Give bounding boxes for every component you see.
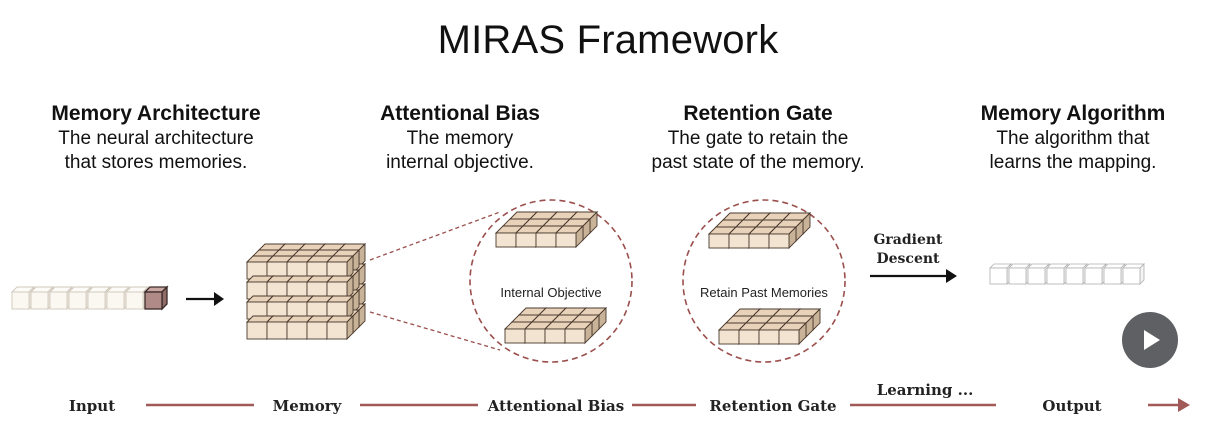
internal-objective-label: Internal Objective: [500, 285, 601, 300]
pipeline-arrow-icon: [1148, 398, 1190, 412]
column-heading: Memory Architecture: [51, 102, 261, 125]
input-token-sequence: [10, 285, 169, 311]
objective-slab-bottom: [563, 320, 594, 345]
output-token: [1008, 263, 1031, 285]
output-token-sequence: [989, 263, 1145, 285]
description-line: The memory: [406, 128, 514, 149]
column-description: The memory internal objective.: [346, 127, 574, 175]
output-token: [1027, 263, 1050, 285]
memory-cube: [325, 274, 355, 301]
gradient-label: Gradient: [873, 232, 943, 248]
internal-objective-circle: [469, 199, 633, 363]
pipeline: Input Memory Attentional Bias Retention …: [69, 381, 1190, 415]
description-line: learns the mapping.: [989, 152, 1157, 173]
column-memory-architecture: Memory Architecture The neural architect…: [25, 101, 287, 175]
memory-cube: [325, 314, 355, 341]
column-heading: Retention Gate: [683, 102, 833, 125]
pipeline-attentional-bias-label: Attentional Bias: [487, 397, 624, 415]
column-description: The neural architecture that stores memo…: [25, 127, 287, 175]
memory-cube: [325, 294, 355, 321]
description-line: The neural architecture: [58, 128, 254, 149]
page-title: MIRAS Framework: [437, 18, 779, 62]
output-token: [1122, 263, 1145, 285]
column-memory-algorithm: Memory Algorithm The algorithm that lear…: [956, 101, 1190, 175]
retain-slab-top: [767, 225, 798, 250]
play-button[interactable]: [1122, 312, 1178, 368]
column-heading: Attentional Bias: [380, 102, 540, 125]
output-token: [1065, 263, 1088, 285]
column-description: The algorithm that learns the mapping.: [956, 127, 1190, 175]
pipeline-learning-label: Learning ...: [877, 381, 974, 399]
gradient-arrow-icon: [870, 269, 957, 283]
column-heading: Memory Algorithm: [980, 102, 1166, 125]
column-attentional-bias: Attentional Bias The memory internal obj…: [346, 101, 574, 175]
output-token: [989, 263, 1012, 285]
play-icon: [1144, 330, 1160, 350]
output-token: [1103, 263, 1126, 285]
description-line: The algorithm that: [996, 128, 1150, 149]
output-token: [1084, 263, 1107, 285]
input-token: [48, 285, 74, 311]
output-token: [1046, 263, 1069, 285]
arrow-right-icon: [186, 292, 224, 306]
column-retention-gate: Retention Gate The gate to retain the pa…: [632, 101, 884, 175]
zoom-lines: [369, 211, 501, 351]
input-token-current: [143, 285, 169, 311]
pipeline-memory-label: Memory: [273, 397, 343, 415]
descent-label: Descent: [876, 251, 940, 267]
description-line: that stores memories.: [64, 152, 248, 173]
retain-past-label: Retain Past Memories: [700, 285, 828, 300]
memory-cube-block: [245, 242, 367, 341]
pipeline-output-label: Output: [1042, 397, 1101, 415]
description-line: The gate to retain the: [667, 128, 849, 149]
description-line: internal objective.: [386, 152, 534, 173]
memory-cube: [325, 254, 355, 281]
objective-slab-top: [554, 224, 585, 249]
memory-slabs: [494, 210, 822, 346]
pipeline-input-label: Input: [69, 397, 115, 415]
retain-slab-bottom: [777, 321, 808, 346]
retain-past-circle: [682, 199, 846, 363]
column-description: The gate to retain the past state of the…: [632, 127, 884, 175]
description-line: past state of the memory.: [651, 152, 865, 173]
pipeline-retention-gate-label: Retention Gate: [709, 397, 836, 415]
